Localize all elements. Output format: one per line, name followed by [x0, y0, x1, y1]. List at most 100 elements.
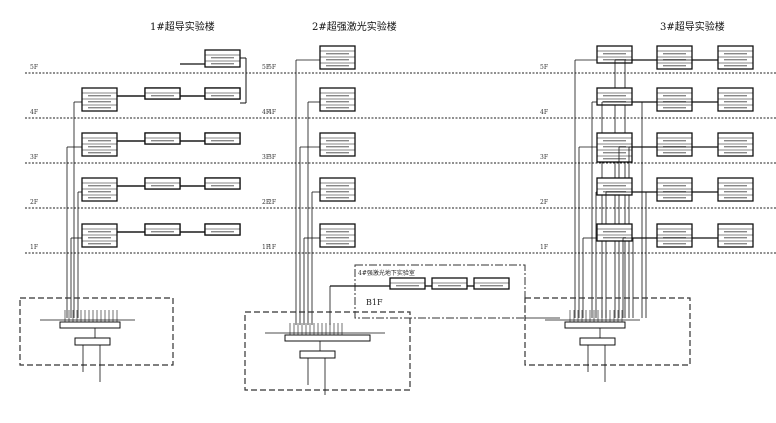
box-label-text — [326, 191, 349, 193]
equipment-box — [144, 132, 181, 145]
box-label-text — [88, 197, 111, 199]
box-label-text — [326, 185, 349, 187]
equipment-box — [204, 87, 241, 100]
floor-label: 3F — [268, 154, 276, 161]
box-label-text — [663, 243, 686, 245]
box-label-text — [88, 146, 111, 148]
equipment-box — [204, 223, 241, 236]
box-label-text — [151, 185, 174, 187]
box-label-text — [724, 59, 747, 61]
box-label-text — [603, 231, 626, 233]
box-label-text — [603, 59, 626, 61]
switch-device — [74, 337, 111, 346]
cabinet-boundary — [524, 297, 691, 366]
floor-label: 1F — [30, 244, 38, 251]
floor-label: 1F — [540, 244, 548, 251]
box-label-text — [663, 231, 686, 233]
box-label-text — [603, 152, 626, 154]
box-label-text — [326, 95, 349, 97]
basement-title: 4#强激光地下实验室 — [358, 270, 415, 277]
box-label-text — [326, 243, 349, 245]
floor-label: 2F — [540, 199, 548, 206]
floor-label: 5F — [30, 64, 38, 71]
box-label-text — [326, 65, 349, 67]
box-label-text — [603, 140, 626, 142]
box-label-text — [88, 231, 111, 233]
box-label-text — [724, 65, 747, 67]
box-label-text — [663, 53, 686, 55]
floor-label: 3F — [540, 154, 548, 161]
basement-floor-label: B1F — [366, 298, 383, 307]
box-label-text — [603, 53, 626, 55]
equipment-box — [431, 277, 468, 290]
box-label-text — [326, 140, 349, 142]
floor-label: 3F — [30, 154, 38, 161]
floor-label: 5F — [268, 64, 276, 71]
floor-label: 5F — [540, 64, 548, 71]
floor-label: 4F — [30, 109, 38, 116]
box-label-text — [326, 59, 349, 61]
box-label-text — [663, 185, 686, 187]
box-label-text — [724, 107, 747, 109]
box-label-text — [663, 152, 686, 154]
basement-boundary — [354, 264, 526, 319]
box-label-text — [326, 237, 349, 239]
equipment-box — [204, 132, 241, 145]
floor-label: 1F — [268, 244, 276, 251]
equipment-box — [596, 223, 633, 242]
box-label-text — [326, 107, 349, 109]
floor-label: 3F — [262, 154, 270, 161]
floor-label: 4F — [268, 109, 276, 116]
box-label-text — [326, 152, 349, 154]
box-label-text — [88, 185, 111, 187]
box-label-text — [88, 191, 111, 193]
building-1-title: 1#超导实验楼 — [150, 22, 215, 33]
equipment-box — [204, 177, 241, 190]
box-label-text — [724, 53, 747, 55]
box-label-text — [438, 285, 461, 287]
cabinet-boundary — [244, 311, 411, 391]
equipment-box — [144, 223, 181, 236]
box-label-text — [663, 140, 686, 142]
equipment-box — [596, 87, 633, 106]
box-label-text — [603, 237, 626, 239]
box-label-text — [326, 146, 349, 148]
box-label-text — [211, 185, 234, 187]
box-label-text — [211, 57, 234, 59]
box-label-text — [724, 185, 747, 187]
box-label-text — [326, 231, 349, 233]
equipment-box — [473, 277, 510, 290]
box-label-text — [151, 140, 174, 142]
box-label-text — [396, 285, 419, 287]
box-label-text — [603, 95, 626, 97]
box-label-text — [88, 152, 111, 154]
box-label-text — [724, 243, 747, 245]
box-label-text — [326, 53, 349, 55]
floor-label: 5F — [262, 64, 270, 71]
box-label-text — [326, 197, 349, 199]
box-label-text — [603, 146, 626, 148]
patch-panel — [564, 321, 626, 329]
box-label-text — [211, 231, 234, 233]
box-label-text — [151, 95, 174, 97]
box-label-text — [603, 185, 626, 187]
box-label-text — [663, 107, 686, 109]
box-label-text — [603, 158, 626, 160]
equipment-box — [596, 132, 633, 163]
equipment-box — [204, 49, 241, 68]
box-label-text — [211, 63, 234, 65]
floor-label: 2F — [30, 199, 38, 206]
box-label-text — [480, 285, 503, 287]
box-label-text — [724, 237, 747, 239]
box-label-text — [724, 231, 747, 233]
box-label-text — [211, 95, 234, 97]
building-3-title: 3#超导实验楼 — [660, 22, 725, 33]
box-label-text — [724, 146, 747, 148]
switch-device — [579, 337, 616, 346]
equipment-box — [389, 277, 426, 290]
box-label-text — [724, 140, 747, 142]
equipment-box — [144, 87, 181, 100]
floor-label: 2F — [262, 199, 270, 206]
box-label-text — [724, 152, 747, 154]
